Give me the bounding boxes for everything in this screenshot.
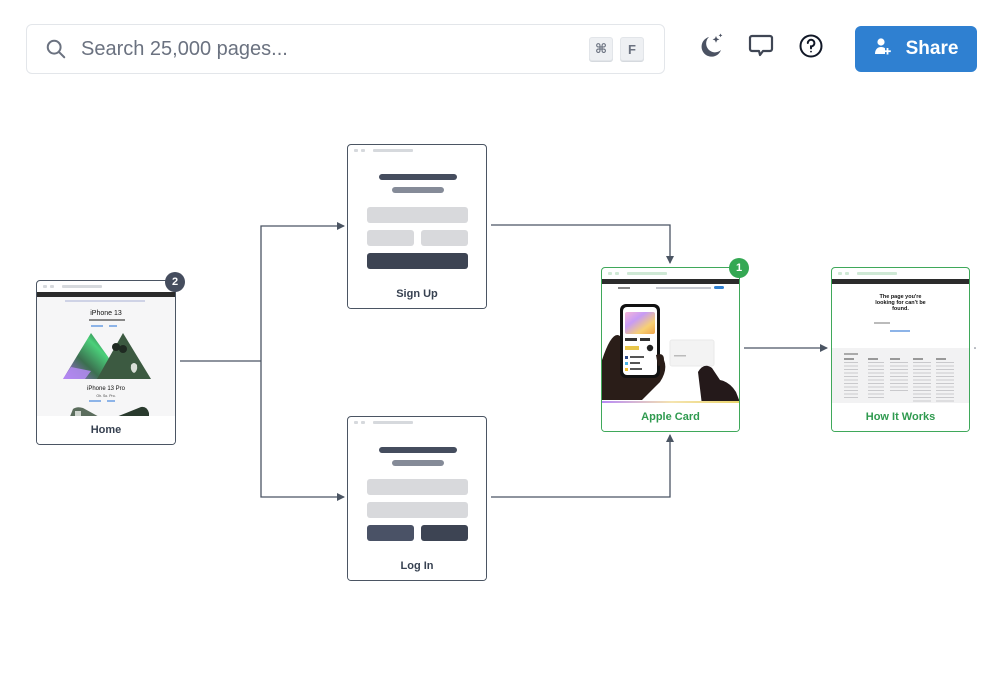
help-question-icon	[798, 33, 824, 64]
apple-card-page-preview	[602, 284, 739, 405]
share-label: Share	[905, 38, 959, 59]
edge-login-applecard	[491, 434, 674, 498]
search-input[interactable]	[81, 37, 582, 61]
node-sign-up[interactable]: Sign Up	[347, 144, 487, 309]
node-label: How It Works	[832, 403, 969, 431]
node-how-it-works[interactable]: The page you're looking for can't be fou…	[831, 267, 970, 432]
node-log-in[interactable]: Log In	[347, 416, 487, 581]
add-user-icon	[874, 37, 892, 61]
shortcut-key-cmd: ⌘	[589, 37, 613, 61]
node-label: Sign Up	[348, 280, 486, 308]
feedback-chat-icon	[748, 33, 774, 64]
dark-mode-moon-icon	[697, 32, 725, 65]
search-bar[interactable]: ⌘ F	[26, 24, 665, 74]
help-button[interactable]	[796, 33, 826, 63]
node-home[interactable]: iPhone 13 iPhone 13 Pro Oh. So. Pro.	[36, 280, 176, 445]
visit-count-badge: 2	[165, 272, 185, 292]
edge-home-signup	[260, 222, 345, 361]
dark-mode-toggle[interactable]	[696, 33, 726, 63]
edge-home-login	[260, 361, 345, 501]
search-icon	[45, 37, 69, 61]
node-apple-card[interactable]: Apple Card	[601, 267, 740, 432]
not-found-page-preview: The page you're looking for can't be fou…	[832, 284, 969, 403]
node-label: Apple Card	[602, 403, 739, 431]
home-page-preview: iPhone 13 iPhone 13 Pro Oh. So. Pro.	[37, 297, 175, 419]
node-label: Home	[37, 416, 175, 444]
visit-count-badge: 1	[729, 258, 749, 278]
footer-sitemap	[832, 348, 969, 403]
node-label: Log In	[348, 552, 486, 580]
shortcut-key-f: F	[620, 37, 644, 61]
edge-signup-applecard	[491, 224, 674, 264]
feedback-button[interactable]	[746, 33, 776, 63]
share-button[interactable]: Share	[855, 26, 977, 72]
